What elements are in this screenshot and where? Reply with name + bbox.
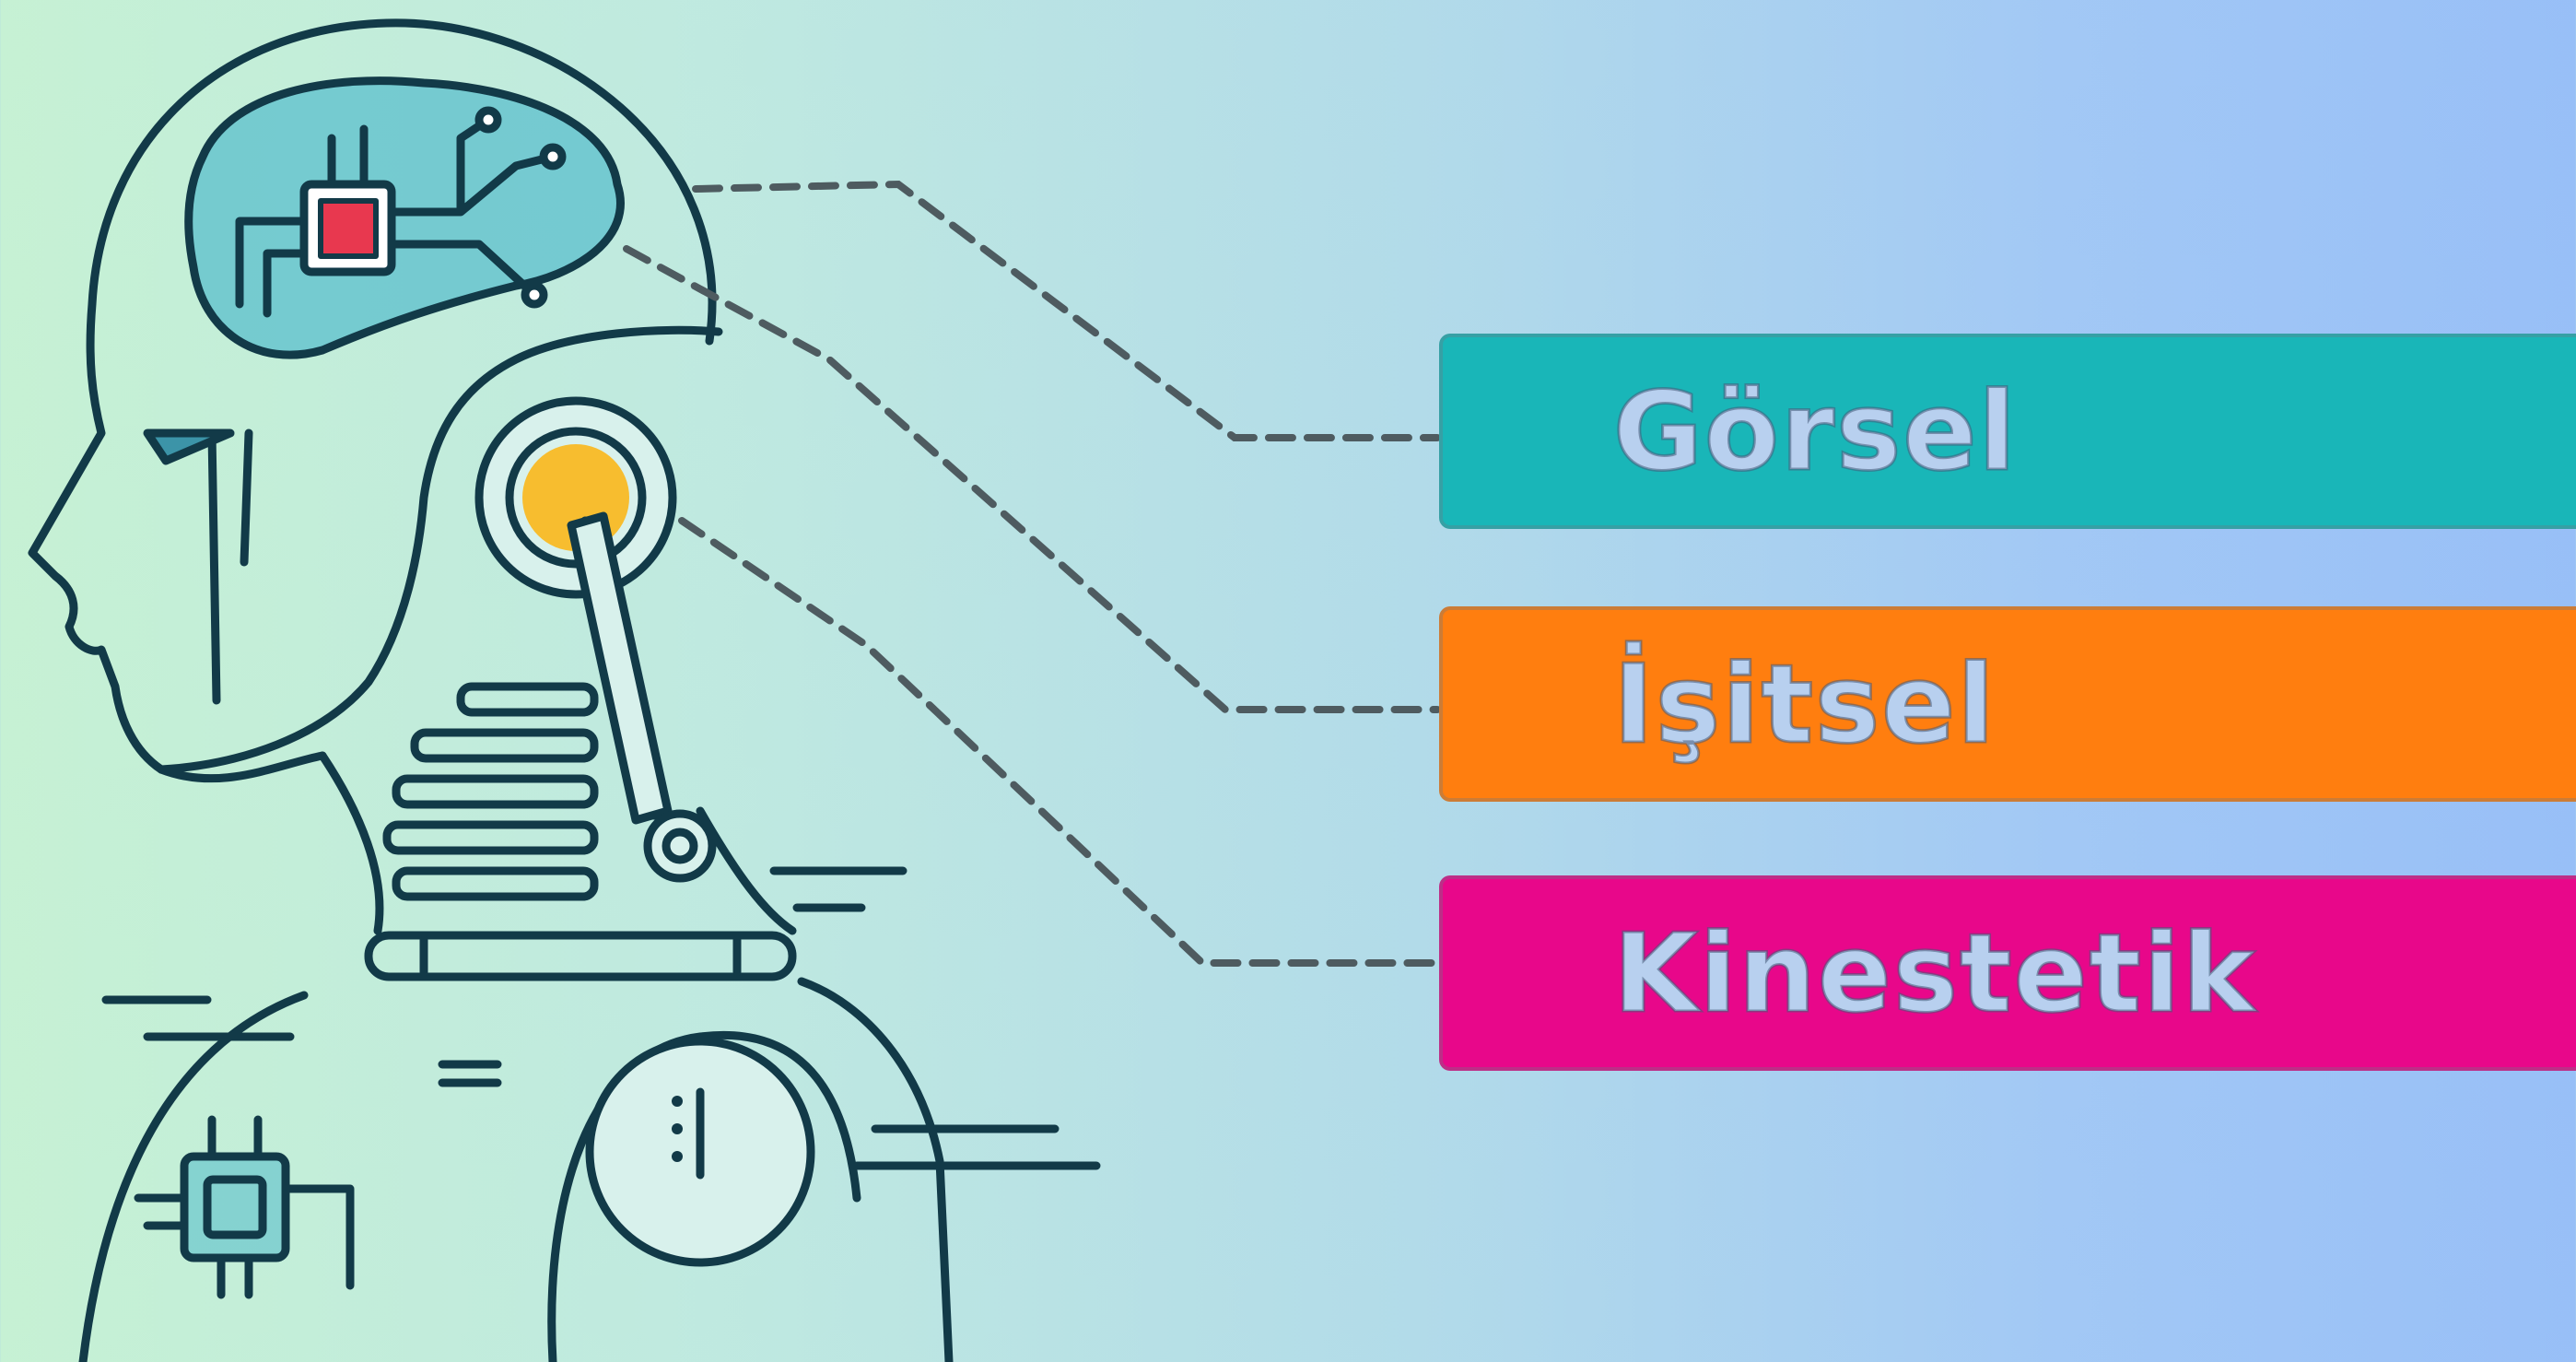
learning-style-kinesthetic: Kinestetik: [1439, 875, 2576, 1071]
learning-style-auditory: İşitsel: [1439, 606, 2576, 802]
connector-line-kinesthetic: [682, 521, 1437, 963]
learning-style-visual: Görsel: [1439, 334, 2576, 529]
label-kinesthetic: Kinestetik: [1613, 910, 2256, 1037]
label-visual: Görsel: [1613, 368, 2018, 495]
label-auditory: İşitsel: [1613, 640, 1996, 768]
connector-line-auditory: [626, 249, 1437, 710]
connector-line-visual: [696, 184, 1437, 438]
